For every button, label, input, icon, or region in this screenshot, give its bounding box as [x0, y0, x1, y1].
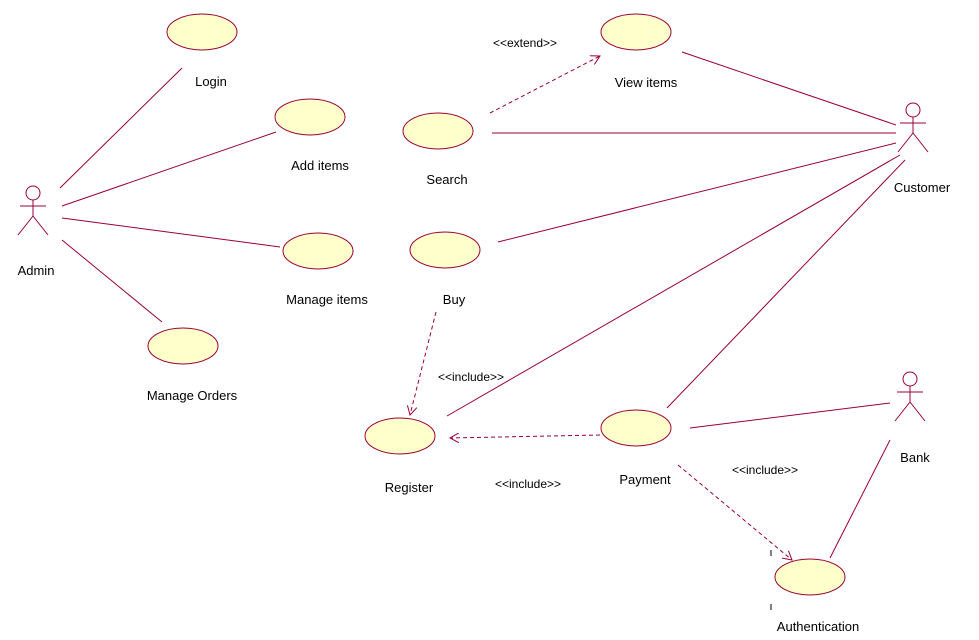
usecase-manage-orders[interactable]	[147, 327, 219, 365]
usecase-search[interactable]	[402, 112, 474, 150]
usecase-add-items[interactable]	[274, 98, 346, 136]
usecase-buy-label: Buy	[442, 292, 466, 307]
stereotype-include-buy-label: <<include>>	[437, 370, 505, 384]
extend-search-view-items	[489, 56, 600, 114]
actor-admin-label: Admin	[17, 263, 55, 278]
usecase-buy[interactable]	[409, 231, 481, 269]
usecase-view-items[interactable]	[600, 13, 672, 51]
actor-bank-icon[interactable]	[894, 371, 926, 422]
include-payment-authentication	[677, 464, 792, 560]
usecase-register[interactable]	[364, 417, 436, 455]
usecase-authentication-label: Authentication	[776, 619, 860, 634]
stereotype-extend-label: <<extend>>	[492, 36, 558, 50]
actor-bank-label: Bank	[900, 450, 930, 465]
assoc-admin-manage-items	[61, 217, 281, 248]
assoc-admin-add-items	[61, 131, 277, 207]
usecase-register-label: Register	[384, 480, 434, 495]
actor-customer-label: Customer	[893, 180, 951, 195]
include-payment-register	[450, 435, 601, 438]
usecase-search-label: Search	[426, 172, 468, 187]
actor-customer-icon[interactable]	[897, 102, 929, 153]
assoc-customer-payment	[666, 159, 906, 409]
usecase-manage-items[interactable]	[282, 232, 354, 270]
usecase-login[interactable]	[166, 13, 238, 51]
assoc-bank-authentication	[829, 439, 891, 559]
usecase-manage-items-label: Manage items	[286, 292, 368, 307]
usecase-manage-orders-label: Manage Orders	[146, 388, 238, 403]
assoc-admin-login	[59, 67, 183, 189]
assoc-bank-payment	[689, 402, 891, 429]
usecase-authentication[interactable]	[774, 558, 846, 596]
assoc-customer-buy	[497, 142, 897, 243]
assoc-admin-manage-orders	[61, 239, 163, 323]
usecase-add-items-label: Add items	[291, 158, 349, 173]
usecase-view-items-label: View items	[614, 75, 678, 90]
actor-admin-icon[interactable]	[17, 185, 49, 236]
include-buy-register	[410, 311, 437, 415]
stereotype-include-payment-label: <<include>>	[494, 477, 562, 491]
stereotype-include-auth-label: <<include>>	[731, 463, 799, 477]
usecase-payment[interactable]	[600, 409, 672, 447]
usecase-login-label: Login	[195, 74, 227, 89]
usecase-payment-label: Payment	[619, 472, 671, 487]
assoc-customer-view-items	[681, 51, 897, 126]
assoc-customer-register	[446, 154, 901, 417]
